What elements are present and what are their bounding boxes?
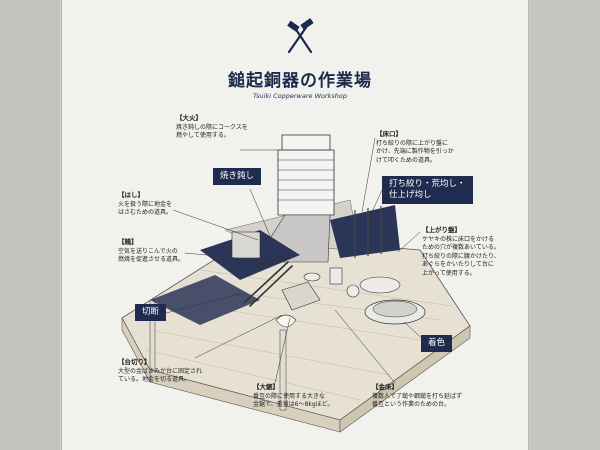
annotation-kanadoko-heading: 【金床】 — [372, 383, 398, 391]
annotation-kanadoko: 【金床】 複数人で了鎚や鋼鎚を打ち延ばず 番互という作業のための台。 — [372, 383, 462, 410]
annotation-agariban-text: ケヤキの株に床口をかける ための穴が複数あいている。 打ち絞りの際に腰かけたり、… — [422, 235, 500, 277]
label-chakushoku: 着色 — [421, 335, 453, 352]
annotation-hashi-heading: 【はし】 — [118, 191, 144, 199]
wall-panel-left — [0, 0, 60, 450]
annotation-agariban-heading: 【上がり盤】 — [422, 226, 461, 234]
wall-panel-right — [530, 0, 600, 450]
annotation-fuigo-text: 空気を送りこんで火の 燃焼を促進させる道具。 — [118, 247, 185, 264]
annotation-daikiri-text: 大型の金ばさみが台に固定され ている。地金を切る道具。 — [118, 367, 203, 384]
annotation-daikiri-heading: 【台切り】 — [118, 358, 151, 366]
annotation-fuigo-heading: 【鞴】 — [118, 238, 138, 246]
label-setsudan: 切断 — [135, 304, 167, 321]
annotation-hashi: 【はし】 火を扱う際に地金を はさむための道具。 — [118, 191, 172, 218]
annotation-ookiri-text: 番互の際に使用する大きな 金鋸で、重量は6～8kgほど。 — [253, 392, 334, 409]
annotation-tokoguchi-text: 打ち絞りの際に上がり盤に かけ、先端に製作物を引っか けて叩くための道具。 — [376, 139, 454, 164]
crossed-hammers-icon — [287, 18, 314, 54]
annotation-ohi: 【大火】 焼き鈍しの際にコークスを 燃やして使用する。 — [176, 114, 248, 141]
annotation-hashi-text: 火を扱う際に地金を はさむための道具。 — [118, 200, 173, 217]
annotation-tokoguchi-heading: 【床口】 — [376, 130, 402, 138]
annotation-ookiri: 【大鋸】 番互の際に使用する大きな 金鋸で、重量は6～8kgほど。 — [253, 383, 333, 410]
annotation-ohi-text: 焼き鈍しの際にコークスを 燃やして使用する。 — [176, 123, 248, 140]
annotation-ohi-heading: 【大火】 — [176, 114, 202, 122]
label-uchishibori: 打ち絞り・荒均し・ 仕上げ均し — [382, 176, 473, 204]
annotation-daikiri: 【台切り】 大型の金ばさみが台に固定され ている。地金を切る道具。 — [118, 358, 202, 385]
sign-subtitle: Tsuiki Copperware Workshop — [252, 92, 348, 100]
annotation-ookiri-heading: 【大鋸】 — [253, 383, 279, 391]
sign-title: 鎚起銅器の作業場 — [228, 71, 372, 91]
annotation-tokoguchi: 【床口】 打ち絞りの際に上がり盤に かけ、先端に製作物を引っか けて叩くための道… — [376, 130, 454, 165]
annotation-kanadoko-text: 複数人で了鎚や鋼鎚を打ち延ばず 番互という作業のための台。 — [372, 392, 463, 409]
annotation-fuigo: 【鞴】 空気を送りこんで火の 燃焼を促進させる道具。 — [118, 238, 184, 265]
label-yakinamashi: 焼き鈍し — [213, 168, 262, 185]
annotation-agariban: 【上がり盤】 ケヤキの株に床口をかける ための穴が複数あいている。 打ち絞りの際… — [422, 226, 500, 278]
